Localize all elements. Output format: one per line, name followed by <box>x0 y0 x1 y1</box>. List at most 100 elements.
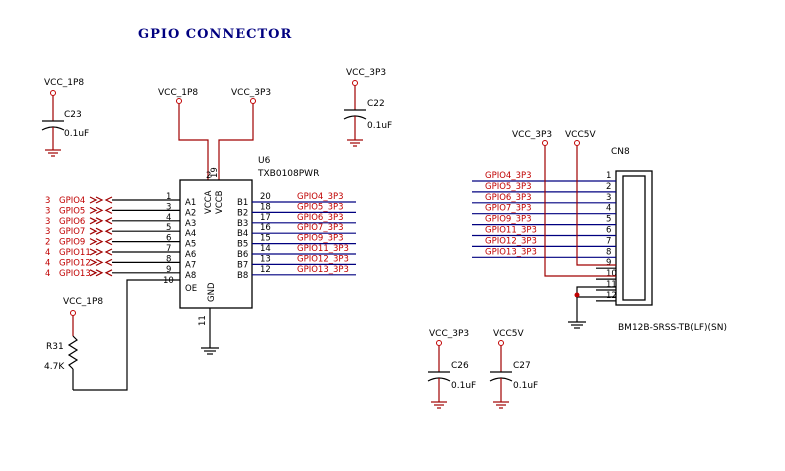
ground-icon <box>45 149 61 157</box>
u6-a-pin-label: A4 <box>185 229 196 239</box>
u6-a-pin-number: 5 <box>166 223 171 233</box>
offsheet-arrow-icon <box>95 196 104 204</box>
cn8-vcc5v-label: VCC5V <box>565 130 596 140</box>
c27-power-label: VCC5V <box>493 329 524 339</box>
u6-a-pin-label: A1 <box>185 198 196 208</box>
u6-ref: U6 <box>258 156 271 166</box>
u6-a-pin-number: 1 <box>166 192 171 202</box>
cn8-pin-number: 6 <box>606 226 611 236</box>
u6-gnd-pin: 11 <box>198 315 208 326</box>
u6-a-net-label: GPIO7 <box>59 227 85 237</box>
u6-a-sheet-ref: 4 <box>45 258 50 268</box>
cn8-part: BM12B-SRSS-TB(LF)(SN) <box>618 323 727 333</box>
c23-value: 0.1uF <box>64 129 89 139</box>
power-port-icon <box>436 340 442 346</box>
cn8-net-label: GPIO6_3P3 <box>485 193 532 203</box>
u6-b-pin-label: B4 <box>237 229 248 239</box>
cn8-pin-number: 2 <box>606 182 611 192</box>
offsheet-arrow-icon <box>89 258 98 266</box>
u6-a-net-label: GPIO9 <box>59 238 85 248</box>
u6-a-pin-label: A8 <box>185 271 196 281</box>
u6-b-pin-number: 16 <box>260 223 271 233</box>
power-port-icon <box>352 80 358 86</box>
ground-icon <box>431 401 447 409</box>
c26-ref: C26 <box>451 361 469 371</box>
power-port-icon <box>250 98 256 104</box>
u6-oe-pin: 10 <box>163 276 174 286</box>
cn8-pin-number: 9 <box>606 258 611 268</box>
u6-b-pin-number: 20 <box>260 192 271 202</box>
offsheet-arrow-icon <box>95 248 104 256</box>
cn8-pin-number: 4 <box>606 204 611 214</box>
ground-icon <box>347 139 363 147</box>
cn8-pin-number: 5 <box>606 215 611 225</box>
offsheet-arrow-icon <box>104 227 113 235</box>
u6-a-sheet-ref: 3 <box>45 227 50 237</box>
resistor-icon <box>67 335 79 370</box>
ground-icon <box>201 347 219 355</box>
cn8-net-label: GPIO11_3P3 <box>485 226 537 236</box>
offsheet-arrow-icon <box>89 196 98 204</box>
u6-b-net-label: GPIO5_3P3 <box>297 202 344 212</box>
c26-power-label: VCC_3P3 <box>429 329 469 339</box>
offsheet-arrow-icon <box>104 258 113 266</box>
u6-b-pin-label: B7 <box>237 260 248 270</box>
u6-b-pin-number: 14 <box>260 244 271 254</box>
offsheet-arrow-icon <box>89 238 98 246</box>
c22-ref: C22 <box>367 99 385 109</box>
power-port-icon <box>574 140 580 146</box>
r31-power-label: VCC_1P8 <box>63 297 103 307</box>
u6-a-sheet-ref: 2 <box>45 238 50 248</box>
cn8-net-label: GPIO13_3P3 <box>485 247 537 257</box>
u6-a-net-label: GPIO11 <box>59 248 91 258</box>
u6-power-feeds: VCC_1P8 VCC_3P3 <box>158 88 271 180</box>
u6-a-sheet-ref: 3 <box>45 196 50 206</box>
c22-value: 0.1uF <box>367 121 392 131</box>
u6-a-net-label: GPIO5 <box>59 206 85 216</box>
u6-level-shifter: U6 TXB0108PWR 2 19 VCCA VCCB GND OE 10 1… <box>45 156 356 326</box>
offsheet-arrow-icon <box>95 238 104 246</box>
u6-b-pin-number: 12 <box>260 265 271 275</box>
power-port-icon <box>542 140 548 146</box>
u6-b-net-label: GPIO6_3P3 <box>297 213 344 223</box>
u6-a-sheet-ref: 3 <box>45 206 50 216</box>
u6-a-net-label: GPIO13 <box>59 269 91 279</box>
offsheet-arrow-icon <box>89 248 98 256</box>
cn8-net-label: GPIO9_3P3 <box>485 215 532 225</box>
u6-b-side-pins: 20B1GPIO4_3P318B2GPIO5_3P317B3GPIO6_3P31… <box>237 192 356 281</box>
u6-vccb-power-label: VCC_3P3 <box>231 88 271 98</box>
cn8-pin-number: 1 <box>606 171 611 181</box>
u6-a-pin-label: A2 <box>185 208 196 218</box>
offsheet-arrow-icon <box>89 206 98 214</box>
cn8-vcc3p3-label: VCC_3P3 <box>512 130 552 140</box>
power-port-icon <box>50 90 56 96</box>
c22-capacitor: VCC_3P3 C22 0.1uF <box>343 68 392 147</box>
c27-ref: C27 <box>513 361 531 371</box>
cn8-net-labels: GPIO4_3P3GPIO5_3P3GPIO6_3P3GPIO7_3P3GPIO… <box>472 171 616 258</box>
u6-b-net-label: GPIO7_3P3 <box>297 223 344 233</box>
cn8-net-label: GPIO12_3P3 <box>485 236 537 246</box>
u6-a-net-label: GPIO4 <box>59 196 85 206</box>
c27-capacitor: VCC5V C27 0.1uF <box>489 329 538 409</box>
ground-icon <box>568 321 586 329</box>
offsheet-arrow-icon <box>104 217 113 225</box>
u6-b-pin-number: 13 <box>260 254 271 264</box>
u6-b-pin-number: 17 <box>260 213 271 223</box>
u6-b-net-label: GPIO9_3P3 <box>297 234 344 244</box>
offsheet-arrow-icon <box>89 227 98 235</box>
cn8-pin-number: 8 <box>606 247 611 257</box>
offsheet-arrow-icon <box>95 206 104 214</box>
